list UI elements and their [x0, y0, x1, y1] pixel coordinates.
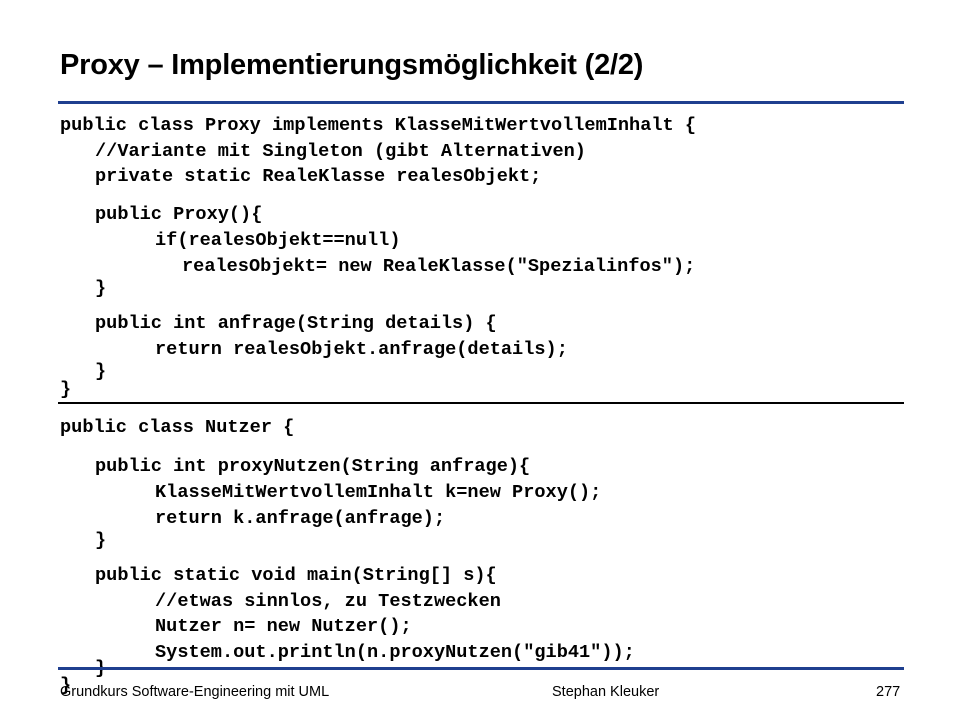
code-line: KlasseMitWertvollemInhalt k=new Proxy(); — [155, 482, 602, 503]
title-underline — [58, 101, 904, 104]
code-line: private static RealeKlasse realesObjekt; — [95, 166, 542, 187]
footer-author: Stephan Kleuker — [552, 684, 660, 700]
code-line: Nutzer n= new Nutzer(); — [155, 616, 412, 637]
code-separator — [58, 402, 904, 404]
footer-page-number: 277 — [876, 684, 901, 700]
slide-title: Proxy – Implementierungsmöglichkeit (2/2… — [60, 49, 644, 81]
code-line: public static void main(String[] s){ — [95, 565, 497, 586]
code-line: public class Nutzer { — [60, 417, 295, 438]
code-line: } — [60, 675, 72, 696]
code-line: realesObjekt= new RealeKlasse("Spezialin… — [182, 256, 696, 277]
code-line: } — [95, 361, 107, 382]
footer-course-title: Grundkurs Software-Engineering mit UML — [60, 684, 330, 700]
code-line: } — [60, 379, 72, 400]
code-line: } — [95, 530, 107, 551]
footer-rule — [58, 667, 904, 670]
code-line: if(realesObjekt==null) — [155, 230, 401, 251]
code-line: System.out.println(n.proxyNutzen("gib41"… — [155, 642, 635, 663]
code-line: public class Proxy implements KlasseMitW… — [60, 115, 697, 136]
code-line: public int proxyNutzen(String anfrage){ — [95, 456, 531, 477]
code-line: public Proxy(){ — [95, 204, 263, 225]
code-line: //etwas sinnlos, zu Testzwecken — [155, 591, 501, 612]
code-line: public int anfrage(String details) { — [95, 313, 497, 334]
code-line: } — [95, 278, 107, 299]
code-line: //Variante mit Singleton (gibt Alternati… — [95, 141, 586, 162]
code-line: return realesObjekt.anfrage(details); — [155, 339, 568, 360]
code-line: return k.anfrage(anfrage); — [155, 508, 446, 529]
